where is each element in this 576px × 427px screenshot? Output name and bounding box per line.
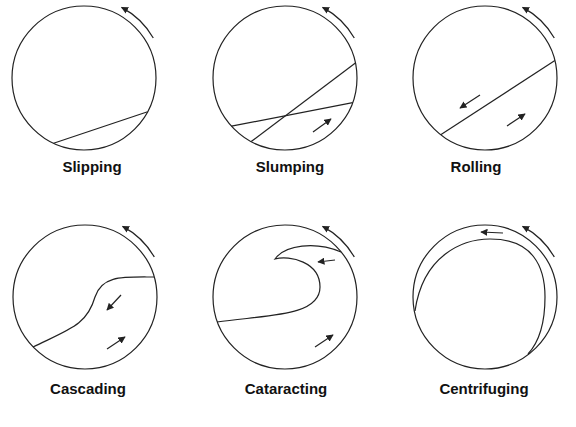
regime-label: Slumping xyxy=(256,158,324,176)
regime-label: Slipping xyxy=(62,158,121,176)
cataracting-drum xyxy=(213,225,357,369)
regime-label: Centrifuging xyxy=(439,380,528,398)
slipping-drum xyxy=(12,6,156,150)
regime-label: Cascading xyxy=(50,380,126,398)
rolling-drum xyxy=(413,6,557,150)
regime-label: Rolling xyxy=(451,158,502,176)
centrifuging-drum xyxy=(413,225,557,369)
regime-label: Cataracting xyxy=(245,380,328,398)
slumping-drum xyxy=(213,6,357,150)
cascading-drum xyxy=(13,225,157,369)
